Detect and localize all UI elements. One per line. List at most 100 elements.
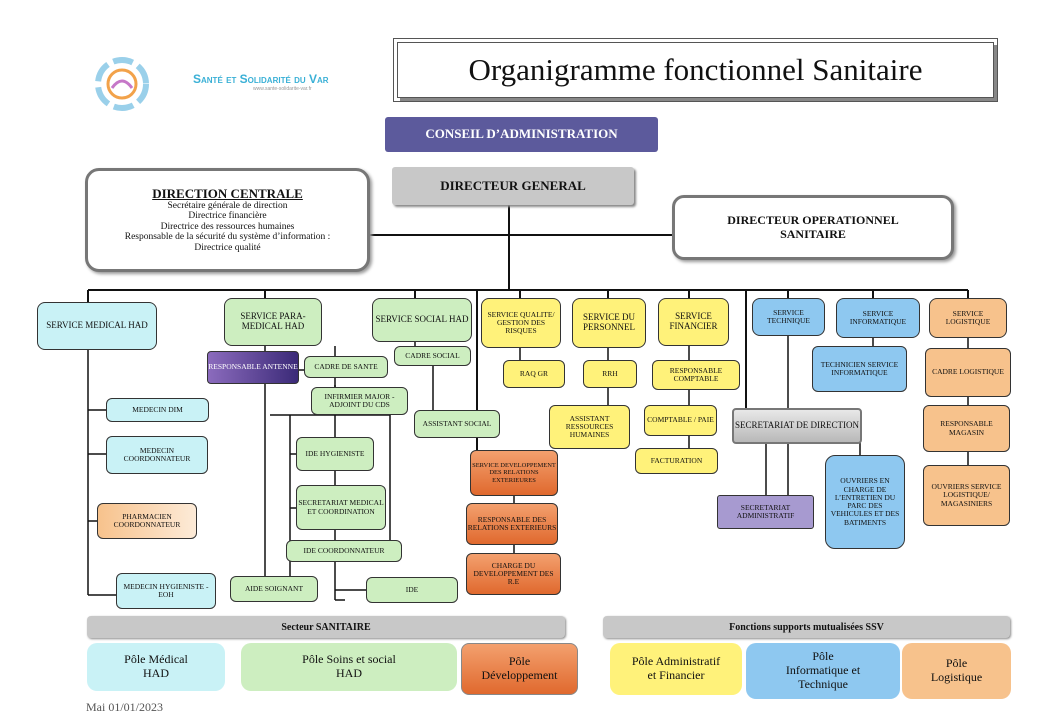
rrh: RRH [583,360,637,388]
cadre-social: CADRE SOCIAL [394,346,471,366]
assistant-social-label: ASSISTANT SOCIAL [422,418,492,428]
ide-hygieniste: IDE HYGIENISTE [296,437,374,471]
charge-developpement-label: CHARGE DU DEVELOPPEMENT DES R.E [473,560,554,587]
ouvriers-logistique: OUVRIERS SERVICE LOGISTIQUE/ MAGASINIERS [923,465,1010,526]
comptable-paie-label: COMPTABLE / PAIE [647,415,714,425]
directeur-general-label: DIRECTEUR GENERAL [440,177,586,193]
pole-soins: Pôle Soins et social HAD [241,643,457,691]
pole-developpement: Pôle Développement [461,643,578,695]
medecin-coordonnateur-label: MEDECIN COORDONNATEUR [123,445,191,463]
direction-centrale-line: Directrice financière [188,211,267,222]
direction-centrale: DIRECTION CENTRALE Secrétaire générale d… [85,168,370,272]
medecin-dim-label: MEDECIN DIM [132,404,183,414]
technicien-informatique: TECHNICIEN SERVICE INFORMATIQUE [812,346,907,392]
pole-logistique-label: Pôle Logistique [930,656,983,684]
logo-brand-url: www.sante-solidarite-var.fr [253,86,312,92]
secretariat-direction-label: SECRETARIAT DE DIRECTION [734,420,860,431]
service-technique-label: SERVICE TECHNIQUE [767,307,810,325]
service-personnel: SERVICE DU PERSONNEL [572,298,646,348]
service-logistique: SERVICE LOGISTIQUE [929,298,1007,338]
pole-informatique-label: Pôle Informatique et Technique [785,649,861,691]
medecin-coordonnateur: MEDECIN COORDONNATEUR [106,436,208,474]
pole-medical-label: Pôle Médical HAD [124,652,188,680]
cadre-sante-label: CADRE DE SANTE [314,361,378,371]
conseil-administration: CONSEIL D’ADMINISTRATION [385,117,658,152]
ouvriers-parc: OUVRIERS EN CHARGE DE L’ENTRETIEN DU PAR… [825,455,905,549]
secretariat-medical-label: SECRETARIAT MEDICAL ET COORDINATION [298,498,384,516]
service-financier: SERVICE FINANCIER [658,298,729,346]
charge-developpement: CHARGE DU DEVELOPPEMENT DES R.E [466,553,561,595]
secretariat-direction: SECRETARIAT DE DIRECTION [732,408,862,444]
service-developpement-label: SERVICE DEVELOPPEMENT DES RELATIONS EXTE… [472,462,556,484]
document-date: Mai 01/01/2023 [86,700,163,714]
ide-coordonnateur: IDE COORDONNATEUR [286,540,402,562]
medecin-hygieniste-label: MEDECIN HYGIENISTE - EOH [123,581,209,599]
cadre-logistique-label: CADRE LOGISTIQUE [932,367,1004,377]
pole-administratif: Pôle Administratif et Financier [610,643,742,695]
infirmier-major-label: INFIRMIER MAJOR -ADJOINT DU CDS [324,391,395,409]
service-qualite: SERVICE QUALITE/ GESTION DES RISQUES [481,298,561,348]
service-paramedical-label: SERVICE PARA-MEDICAL HAD [240,311,306,331]
service-personnel-label: SERVICE DU PERSONNEL [582,312,636,332]
secretariat-administratif: SECRETARIAT ADMINISTRATIF [717,495,814,529]
responsable-antenne: RESPONSABLE ANTENNE [207,351,299,384]
ide-label: IDE [405,584,419,594]
secretariat-medical: SECRETARIAT MEDICAL ET COORDINATION [296,485,386,530]
service-social: SERVICE SOCIAL HAD [372,298,472,342]
facturation: FACTURATION [635,448,718,474]
cadre-logistique: CADRE LOGISTIQUE [925,348,1011,397]
responsable-antenne-label: RESPONSABLE ANTENNE [208,362,298,372]
fonctions-supports-bar: Fonctions supports mutualisées SSV [603,616,1010,638]
fonctions-supports-label: Fonctions supports mutualisées SSV [729,621,884,633]
ide-coordonnateur-label: IDE COORDONNATEUR [303,545,385,555]
responsable-magasin-label: RESPONSABLE MAGASIN [940,419,993,437]
responsable-relations-label: RESPONSABLE DES RELATIONS EXTERIEURS [467,514,557,532]
raq-gr: RAQ GR [503,360,565,388]
aide-soignant-label: AIDE SOIGNANT [244,583,304,593]
cadre-sante: CADRE DE SANTE [304,356,388,378]
pole-soins-label: Pôle Soins et social HAD [302,652,396,680]
direction-centrale-line: Responsable de la sécurité du système d’… [124,232,331,243]
assistant-social: ASSISTANT SOCIAL [414,410,500,438]
service-qualite-label: SERVICE QUALITE/ GESTION DES RISQUES [487,309,555,336]
pharmacien-label: PHARMACIEN COORDONNATEUR [113,511,181,529]
comptable-paie: COMPTABLE / PAIE [644,405,717,436]
ide-hygieniste-label: IDE HYGIENISTE [305,448,365,458]
responsable-comptable: RESPONSABLE COMPTABLE [652,360,740,390]
responsable-comptable-label: RESPONSABLE COMPTABLE [669,365,723,383]
direction-centrale-title: DIRECTION CENTRALE [152,185,303,201]
service-informatique: SERVICE INFORMATIQUE [836,298,920,338]
pole-logistique: Pôle Logistique [902,643,1011,699]
secretariat-administratif-label: SECRETARIAT ADMINISTRATIF [736,502,795,520]
service-technique: SERVICE TECHNIQUE [752,298,825,336]
facturation-label: FACTURATION [650,455,703,465]
page-title-text: Organigramme fonctionnel Sanitaire [468,52,923,87]
ouvriers-logistique-label: OUVRIERS SERVICE LOGISTIQUE/ MAGASINIERS [931,482,1002,508]
direction-centrale-line: Directrice des ressources humaines [160,221,295,232]
service-medical-label: SERVICE MEDICAL HAD [46,320,148,331]
directeur-operationnel: DIRECTEUR OPERATIONNEL SANITAIRE [672,195,954,260]
pole-medical: Pôle Médical HAD [87,643,225,691]
service-financier-label: SERVICE FINANCIER [669,311,718,331]
technicien-informatique-label: TECHNICIEN SERVICE INFORMATIQUE [820,359,899,377]
direction-centrale-line: Secrétaire générale de direction [167,201,288,212]
logo-brand-name: Santé et Solidarité du Var [193,72,329,86]
medecin-dim: MEDECIN DIM [106,398,209,422]
aide-soignant: AIDE SOIGNANT [230,576,318,602]
service-informatique-label: SERVICE INFORMATIQUE [849,308,907,326]
service-social-label: SERVICE SOCIAL HAD [375,314,469,325]
secteur-sanitaire-label: Secteur SANITAIRE [281,621,371,633]
pole-informatique: Pôle Informatique et Technique [746,643,900,699]
direction-centrale-line: Directrice qualité [194,242,261,253]
assistant-rh: ASSISTANT RESSOURCES HUMAINES [549,405,630,449]
infirmier-major: INFIRMIER MAJOR -ADJOINT DU CDS [311,387,408,415]
pharmacien-coordonnateur: PHARMACIEN COORDONNATEUR [97,503,197,539]
secteur-sanitaire-bar: Secteur SANITAIRE [87,616,565,638]
directeur-general: DIRECTEUR GENERAL [392,167,634,205]
ouvriers-parc-label: OUVRIERS EN CHARGE DE L’ENTRETIEN DU PAR… [830,476,900,527]
cadre-social-label: CADRE SOCIAL [405,350,460,360]
pole-administratif-label: Pôle Administratif et Financier [631,654,721,682]
responsable-magasin: RESPONSABLE MAGASIN [923,405,1010,452]
pole-developpement-label: Pôle Développement [481,654,558,682]
service-logistique-label: SERVICE LOGISTIQUE [945,308,991,326]
